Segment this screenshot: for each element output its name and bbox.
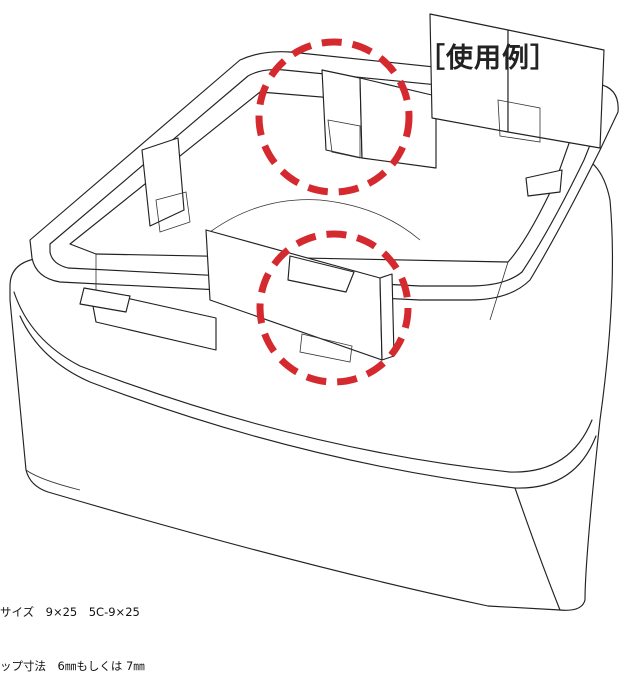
divider-panels [79, 13, 605, 363]
lower-clip-highlight [256, 230, 412, 386]
upper-clip-highlight [255, 38, 413, 196]
spec-clip-line: ップ寸法 6㎜もしくは 7㎜ [0, 659, 145, 673]
container-diagram [9, 13, 619, 611]
spec-size-line: サイズ 9×25 5C-9×25 [0, 605, 140, 619]
spec-notes: サイズ 9×25 5C-9×25 ップ寸法 6㎜もしくは 7㎜ [0, 567, 145, 693]
figure-title: ［使用例］ [418, 43, 558, 74]
